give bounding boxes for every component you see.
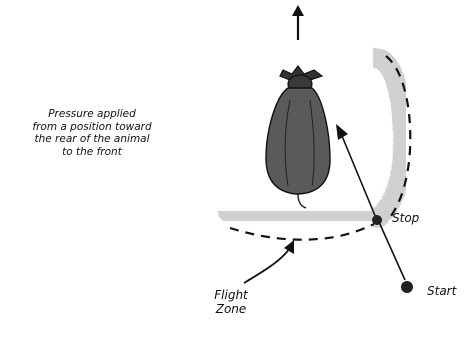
pressure-caption-line-1: Pressure applied bbox=[6, 108, 178, 121]
flight-zone-pointer-arrow bbox=[244, 240, 294, 283]
flight-zone-arc-right bbox=[376, 56, 410, 220]
start-point-dot bbox=[401, 281, 413, 293]
pressure-caption-line-2: from a position toward bbox=[6, 121, 178, 134]
pressure-caption: Pressure applied from a position toward … bbox=[6, 108, 178, 158]
pressure-caption-line-3: the rear of the animal bbox=[6, 133, 178, 146]
direction-arrow-icon bbox=[292, 5, 304, 40]
stop-label: Stop bbox=[392, 211, 419, 225]
start-label: Start bbox=[427, 284, 456, 298]
flight-zone-label-line-2: Zone bbox=[203, 302, 259, 316]
stop-point-dot bbox=[372, 215, 382, 225]
flight-zone-label-line-1: Flight bbox=[203, 288, 259, 302]
flight-zone-arc-bottom bbox=[228, 212, 376, 240]
flight-zone-label: Flight Zone bbox=[203, 288, 259, 317]
pressure-caption-line-4: to the front bbox=[6, 146, 178, 159]
cow-icon bbox=[266, 66, 330, 208]
